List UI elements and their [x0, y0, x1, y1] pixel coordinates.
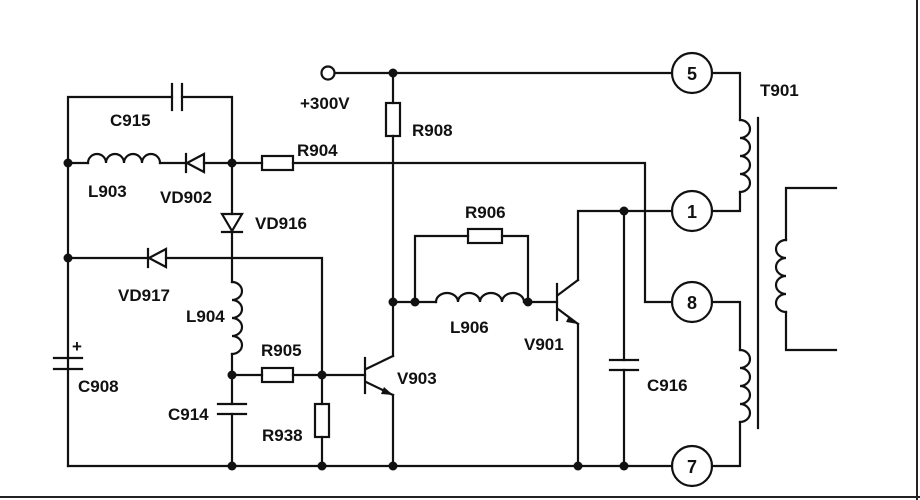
label-r938: R906: [465, 203, 506, 222]
winding-lower: [710, 300, 752, 468]
label-c908: C908: [78, 377, 119, 396]
resistor-r904: [230, 154, 674, 304]
label-l904: L904: [186, 307, 225, 326]
pin-7-label: 7: [687, 457, 697, 477]
label-v903: V903: [397, 369, 437, 388]
label-r905: R905: [261, 341, 302, 360]
r908-branch: [384, 71, 402, 358]
diode-vd916: [220, 161, 244, 284]
label-vd917: VD917: [118, 286, 170, 305]
supply-terminal: [320, 65, 674, 81]
capacitor-c914: [216, 373, 248, 468]
diode-vd902: [184, 152, 234, 174]
resistor-r905: [230, 366, 367, 384]
junction-dots: [63, 68, 629, 471]
label-r904: R904: [297, 141, 338, 160]
label-r908: R908: [412, 121, 453, 140]
capacitor-c916: [608, 209, 640, 468]
label-l903: L903: [88, 182, 127, 201]
label-vd902: VD902: [160, 188, 212, 207]
label-c915: C915: [110, 111, 151, 130]
r938-l906-network: [391, 227, 559, 304]
label-supply-voltage: +300V: [300, 94, 350, 113]
secondary-winding: [774, 186, 838, 352]
inductor-l903: [66, 152, 188, 165]
label-v901: V901: [524, 335, 564, 354]
label-l906: L906: [450, 318, 489, 337]
transistor-v903: [363, 354, 395, 468]
label-c916: C916: [647, 376, 688, 395]
primary-winding-upper: [710, 71, 752, 213]
diode-vd917: [66, 247, 324, 377]
label-vd916: VD916: [255, 214, 307, 233]
capacitor-c908: [52, 356, 84, 371]
label-c908-polarity: +: [72, 337, 82, 356]
inductor-l904: [230, 280, 244, 377]
pin-8-label: 8: [687, 293, 697, 313]
c915-branch: [66, 82, 234, 165]
label-r906: R938: [262, 426, 303, 445]
transformer-pins: [670, 51, 714, 488]
pin-1-label: 1: [687, 202, 697, 222]
pin-5-label: 5: [687, 64, 697, 84]
transistor-v901: [555, 209, 674, 468]
label-c914: C914: [168, 405, 209, 424]
resistor-r906: [313, 373, 331, 468]
label-t901: T901: [760, 81, 799, 100]
